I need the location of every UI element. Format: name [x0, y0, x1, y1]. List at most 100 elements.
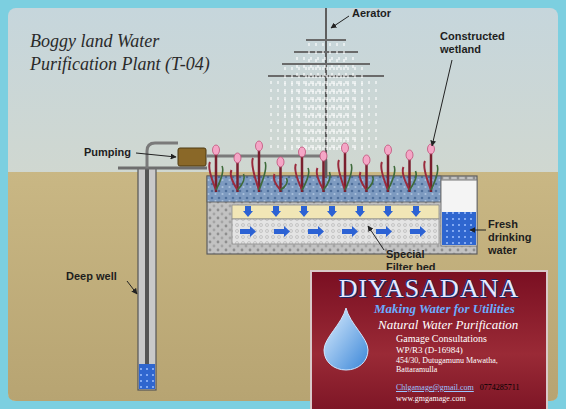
diagram-title: Boggy land Water Purification Plant (T-0…: [30, 30, 235, 75]
water-spray: [340, 67, 341, 150]
water-spray: [352, 57, 353, 150]
flow-arrow: [308, 226, 324, 237]
water-spray: [277, 81, 278, 150]
water-spray: [340, 81, 341, 150]
plant-leaf: [360, 172, 367, 190]
water-label: Fresh drinking water: [488, 218, 552, 258]
water-spray: [336, 43, 337, 150]
water-spray: [317, 57, 318, 150]
water-spray: [354, 67, 355, 150]
water-spray: [319, 67, 320, 150]
storage-chamber: [441, 180, 477, 246]
plant-leaf: [281, 178, 288, 190]
plant-leaf: [238, 174, 245, 190]
water-spray: [319, 81, 320, 150]
company-name: Gamage Consultations: [396, 333, 540, 345]
plant-leaf: [302, 168, 309, 190]
plant-flower: [234, 153, 241, 163]
flow-arrow: [271, 206, 281, 217]
water-spray: [329, 43, 330, 150]
water-spray: [284, 67, 285, 150]
water-spray: [312, 81, 313, 150]
plant-leaf: [410, 171, 417, 190]
plant-flower: [406, 150, 413, 160]
water-spray: [338, 57, 339, 150]
water-spray: [343, 43, 344, 150]
flow-arrow: [383, 206, 393, 217]
leader-line: [127, 281, 137, 294]
wetland-plant: [274, 157, 288, 192]
water-spray: [347, 81, 348, 150]
leader-line: [136, 153, 176, 157]
plant-leaf: [381, 162, 388, 190]
repeated-strokes: [209, 43, 438, 237]
water-spray: [347, 67, 348, 150]
water-spray: [284, 81, 285, 150]
water-spray: [361, 67, 362, 150]
label-holder: Fresh drinking water: [488, 218, 552, 258]
plant-leaf: [345, 164, 352, 190]
water-spray: [305, 81, 306, 150]
label-holder: Constructed wetland: [440, 30, 520, 56]
flow-arrow: [240, 226, 256, 237]
water-spray: [375, 81, 376, 150]
leader-line: [470, 230, 486, 231]
plant-flower: [299, 147, 306, 157]
label-holder: Aerator: [352, 7, 422, 20]
water-spray: [322, 43, 323, 150]
plant-leaf: [367, 176, 374, 190]
tagline: Natural Water Purification: [378, 317, 540, 333]
wetland-plant: [381, 145, 395, 192]
leader-line: [331, 16, 349, 28]
water-spray: [296, 57, 297, 150]
water-spray: [324, 57, 325, 150]
water-spray: [331, 57, 332, 150]
water-spray: [345, 57, 346, 150]
plant-leaf: [216, 166, 223, 190]
logo-panel: DIYASADANAMaking Water for UtilitiesNatu…: [310, 270, 548, 409]
plant-leaf: [252, 158, 259, 190]
label-holder: Deep well: [66, 270, 126, 283]
platform: [118, 167, 207, 170]
email: Chlgamage@gmail.com: [396, 383, 474, 393]
water-spray: [298, 67, 299, 150]
well-water: [139, 364, 155, 389]
plant-leaf: [431, 165, 438, 190]
flow-arrow: [274, 226, 290, 237]
water-spray: [270, 81, 271, 150]
wetland-plant: [424, 144, 438, 192]
flow-arrow: [327, 206, 337, 217]
water-spray: [291, 81, 292, 150]
slogan: Making Water for Utilities: [374, 302, 540, 317]
plant-flower: [363, 155, 370, 165]
wetland-plant: [252, 141, 266, 192]
well-casing: [138, 168, 156, 390]
plant-leaf: [295, 164, 302, 190]
sky: [8, 8, 558, 401]
water-drop: [324, 308, 368, 370]
wetland-plant: [209, 145, 223, 192]
plant-leaf: [424, 161, 431, 190]
website: www.gmgamage.com: [396, 394, 540, 404]
plant-leaf: [324, 172, 331, 190]
water-spray: [361, 81, 362, 150]
aerator-arm: [282, 63, 370, 65]
water-spray: [305, 67, 306, 150]
wetland-plant: [317, 151, 331, 192]
plant-flower: [385, 145, 392, 155]
plant-leaf: [403, 167, 410, 190]
registration: WP/R3 (D-16984): [396, 345, 540, 356]
label-holder: Pumping: [84, 146, 136, 159]
plant-flower: [277, 157, 284, 167]
sand-layer: [232, 205, 439, 219]
wetland-plant: [360, 155, 374, 192]
water-spray: [312, 67, 313, 150]
wetland-plant: [403, 150, 417, 192]
wetland-label: Constructed wetland: [440, 30, 520, 56]
water-spray: [368, 81, 369, 150]
water-spray: [291, 67, 292, 150]
flow-arrow: [299, 206, 309, 217]
pump: [178, 148, 206, 166]
water-spray: [303, 57, 304, 150]
well-label: Deep well: [66, 270, 126, 283]
